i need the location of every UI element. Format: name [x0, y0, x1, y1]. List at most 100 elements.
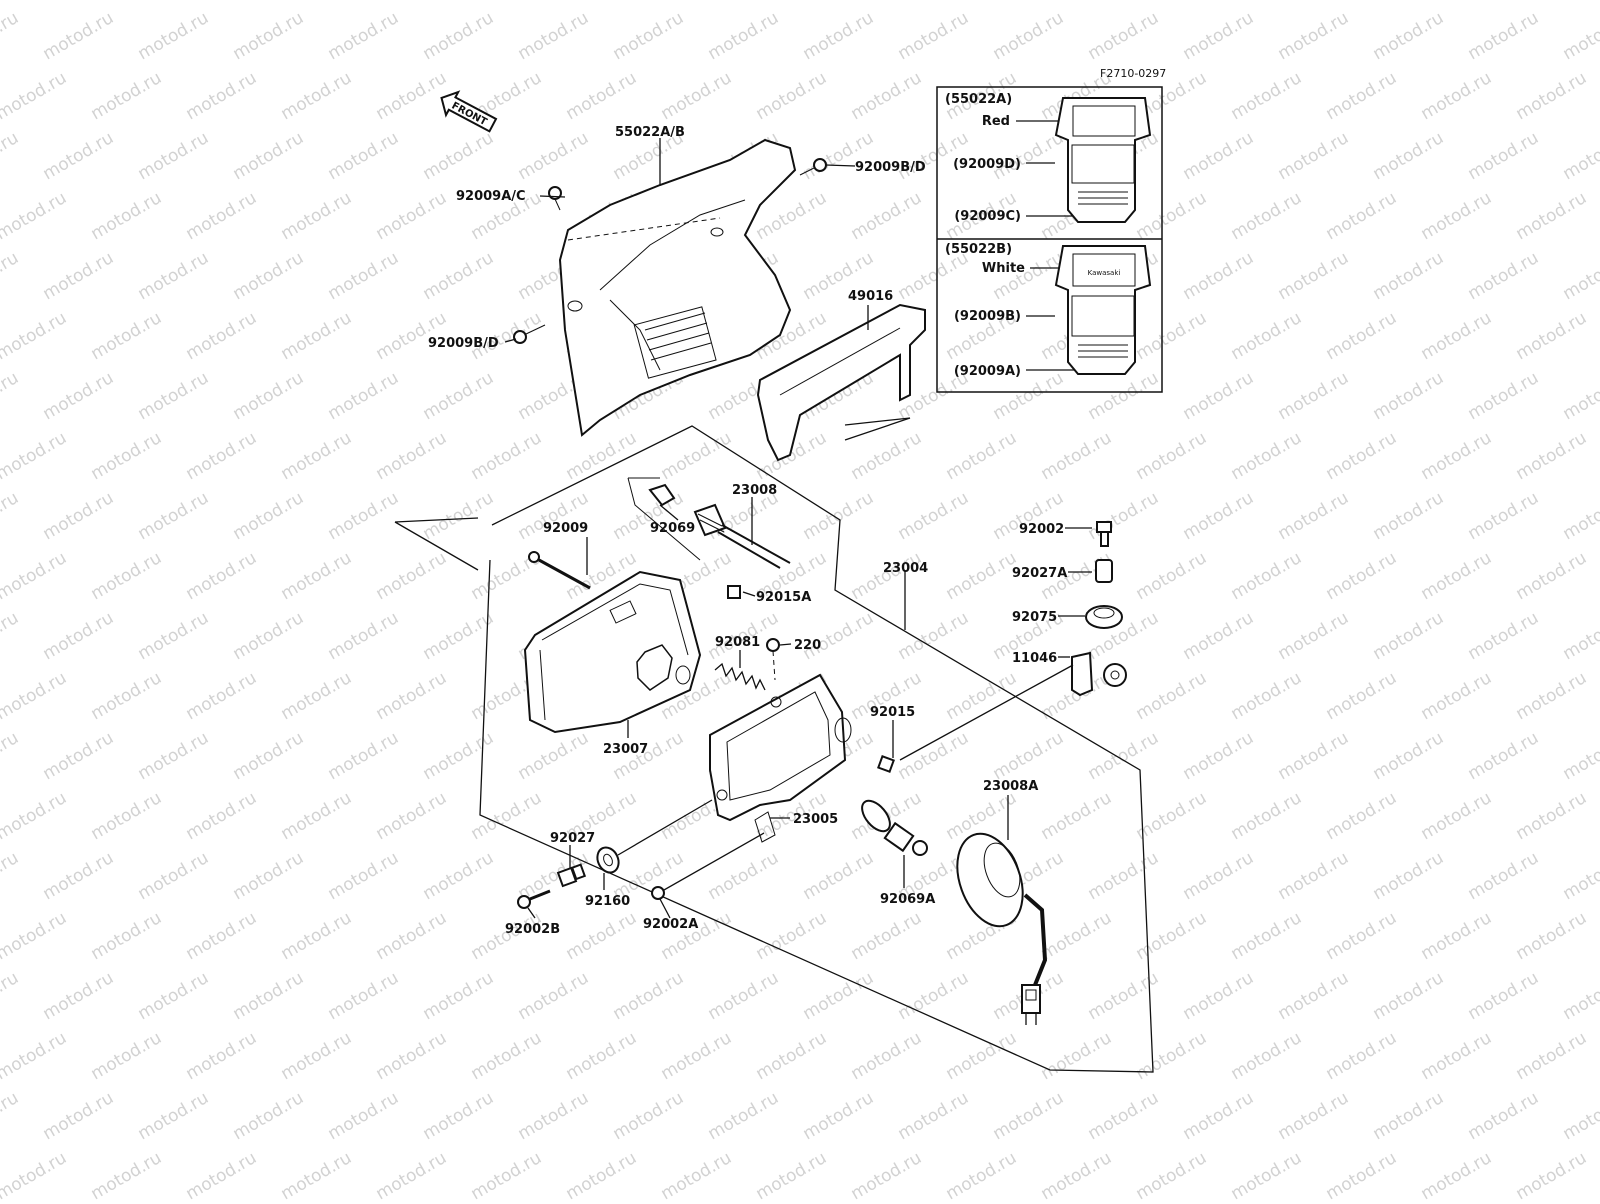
watermark-text: motod.ru [183, 668, 261, 724]
watermark-text: motod.ru [1370, 848, 1448, 904]
watermark-text: motod.ru [1085, 368, 1163, 424]
label-92015a: 92015A [756, 590, 811, 605]
watermark-text: motod.ru [1465, 968, 1543, 1024]
inset-b-screw1: (92009B) [954, 309, 1021, 324]
watermark-text: motod.ru [848, 68, 926, 124]
watermark-text: motod.ru [1370, 368, 1448, 424]
watermark-text: motod.ru [1513, 308, 1591, 364]
watermark-text: motod.ru [1038, 788, 1116, 844]
label-92002b: 92002B [505, 922, 560, 937]
watermark-text: motod.ru [1228, 668, 1306, 724]
watermark-text: motod.ru [943, 0, 1021, 4]
watermark-text: motod.ru [800, 1088, 878, 1144]
watermark-text: motod.ru [990, 8, 1068, 64]
watermark-text: motod.ru [183, 428, 261, 484]
grommet-92075 [1086, 606, 1122, 628]
watermark-text: motod.ru [420, 248, 498, 304]
watermark-text: motod.ru [1133, 788, 1211, 844]
label-23005: 23005 [793, 812, 838, 827]
watermark-text: motod.ru [230, 248, 308, 304]
watermark-text: motod.ru [1513, 188, 1591, 244]
watermark-text: motod.ru [1323, 548, 1401, 604]
watermark-text: motod.ru [88, 428, 166, 484]
watermark-text: motod.ru [1513, 1148, 1591, 1200]
figure-code: F2710-0297 [1100, 67, 1166, 80]
label-92009: 92009 [543, 521, 588, 536]
watermark-text: motod.ru [420, 1088, 498, 1144]
watermark-text: motod.ru [943, 1148, 1021, 1200]
watermark-text: motod.ru [0, 1148, 70, 1200]
watermark-text: motod.ru [183, 68, 261, 124]
watermark-text: motod.ru [1133, 908, 1211, 964]
watermark-text: motod.ru [563, 0, 641, 4]
cowl-variant-b: Kawasaki [1056, 246, 1150, 374]
watermark-text: motod.ru [563, 428, 641, 484]
watermark-text: motod.ru [373, 428, 451, 484]
watermark-text: motod.ru [848, 0, 926, 4]
watermark-text: motod.ru [40, 608, 118, 664]
watermark-text: motod.ru [0, 188, 70, 244]
watermark-text: motod.ru [325, 8, 403, 64]
watermark-text: motod.ru [468, 1148, 546, 1200]
watermark-text: motod.ru [1560, 1088, 1600, 1144]
label-23008a: 23008A [983, 779, 1038, 794]
label-92002: 92002 [1019, 522, 1064, 537]
watermark-text: motod.ru [325, 608, 403, 664]
kawasaki-logo: Kawasaki [1088, 269, 1121, 277]
watermark-text: motod.ru [40, 128, 118, 184]
watermark-text: motod.ru [1133, 1028, 1211, 1084]
watermark-text: motod.ru [1133, 668, 1211, 724]
watermark-text: motod.ru [88, 668, 166, 724]
watermark-text: motod.ru [278, 0, 356, 4]
watermark-text: motod.ru [230, 968, 308, 1024]
watermark-text: motod.ru [1513, 1028, 1591, 1084]
label-92069a: 92069A [880, 892, 935, 907]
watermark-text: motod.ru [943, 1028, 1021, 1084]
watermark-text: motod.ru [895, 608, 973, 664]
watermark-text: motod.ru [183, 188, 261, 244]
watermark-text: motod.ru [895, 488, 973, 544]
watermark-text: motod.ru [1418, 1028, 1496, 1084]
watermark-text: motod.ru [1465, 488, 1543, 544]
nut-92015 [878, 756, 893, 771]
watermark-text: motod.ru [278, 908, 356, 964]
watermark-text: motod.ru [848, 188, 926, 244]
watermark-text: motod.ru [1418, 68, 1496, 124]
watermark-text: motod.ru [895, 968, 973, 1024]
watermark-text: motod.ru [895, 1088, 973, 1144]
watermark-text: motod.ru [943, 428, 1021, 484]
watermark-text: motod.ru [1085, 1088, 1163, 1144]
watermark-text: motod.ru [278, 668, 356, 724]
watermark-text: motod.ru [0, 968, 22, 1024]
watermark-text: motod.ru [1038, 0, 1116, 4]
watermark-text: motod.ru [1180, 608, 1258, 664]
watermark-text: motod.ru [420, 488, 498, 544]
screw-92009ac [549, 187, 561, 210]
watermark-text: motod.ru [1323, 1148, 1401, 1200]
watermark-text: motod.ru [1370, 1088, 1448, 1144]
watermark-text: motod.ru [1228, 0, 1306, 4]
watermark-text: motod.ru [1370, 728, 1448, 784]
watermark-text: motod.ru [1228, 428, 1306, 484]
watermark-text: motod.ru [800, 128, 878, 184]
watermark-text: motod.ru [658, 428, 736, 484]
screw-92009 [529, 552, 590, 588]
watermark-text: motod.ru [278, 548, 356, 604]
watermark-text: motod.ru [1465, 128, 1543, 184]
watermark-text: motod.ru [1275, 368, 1353, 424]
inset-a-color: Red [982, 114, 1010, 129]
label-55022ab: 55022A/B [615, 125, 685, 140]
watermark-text: motod.ru [135, 368, 213, 424]
watermark-text: motod.ru [1228, 1028, 1306, 1084]
watermark-text: motod.ru [990, 1088, 1068, 1144]
watermark-text: motod.ru [563, 1148, 641, 1200]
watermark-text: motod.ru [848, 908, 926, 964]
watermark-text: motod.ru [563, 908, 641, 964]
watermark-text: motod.ru [1418, 188, 1496, 244]
watermark-text: motod.ru [278, 1028, 356, 1084]
watermark-text: motod.ru [1323, 908, 1401, 964]
watermark-text: motod.ru [135, 728, 213, 784]
watermark-text: motod.ru [373, 668, 451, 724]
